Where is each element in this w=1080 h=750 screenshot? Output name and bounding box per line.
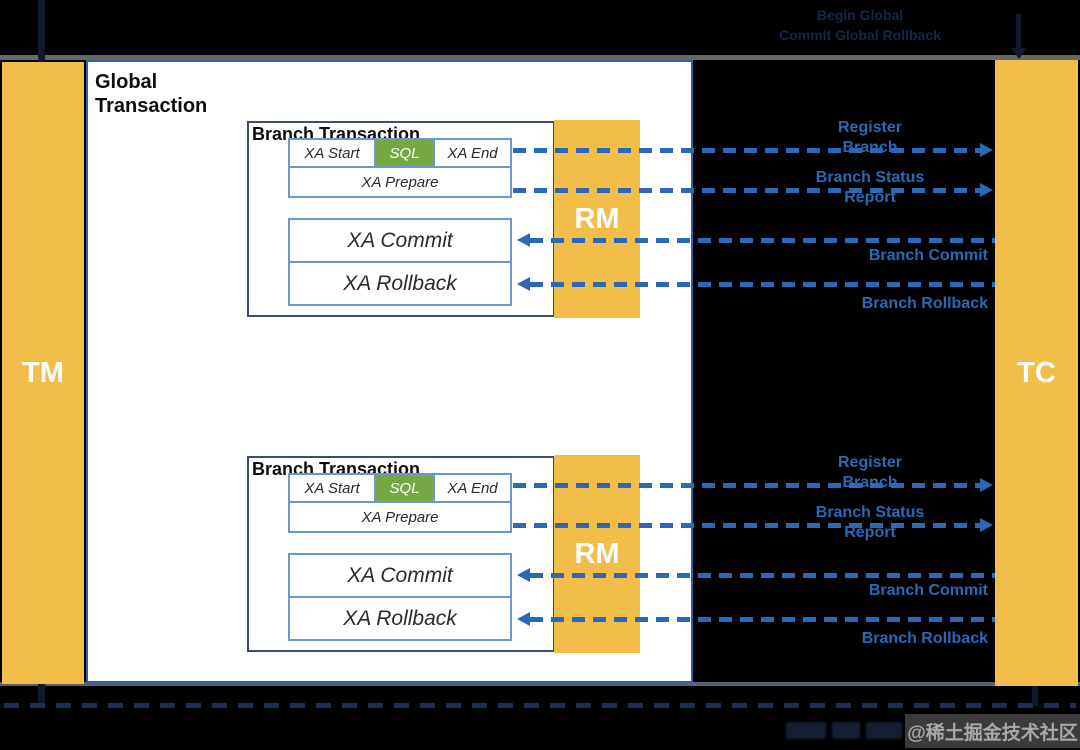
xa-commit-box: XA Commit — [288, 218, 512, 263]
tm-tc-top-label-line1: Begin Global — [816, 7, 904, 23]
arrow-branch-status-report-head — [980, 518, 993, 532]
obscured-text — [866, 722, 902, 739]
tm-label: TM — [22, 356, 64, 389]
tc-label: TC — [1017, 356, 1056, 389]
bottom-dashed-line — [4, 703, 1076, 708]
bottom-edge-strip — [0, 682, 1080, 686]
tm-top-connector-line — [38, 0, 45, 62]
sql-cell: SQL — [374, 138, 435, 168]
label-branch-commit: Branch Commit — [868, 582, 988, 599]
xa-start-cell: XA Start — [288, 138, 376, 168]
tc-bar: TC — [995, 60, 1078, 686]
arrow-branch-commit — [530, 238, 995, 243]
xa-rollback-box: XA Rollback — [288, 596, 512, 641]
xa-prepare-cell: XA Prepare — [288, 166, 512, 198]
label-register-branch-line2: Branch — [842, 139, 898, 156]
xa-rollback-box: XA Rollback — [288, 261, 512, 306]
arrow-branch-rollback-head — [517, 612, 530, 626]
arrow-branch-rollback — [530, 617, 995, 622]
arrow-branch-commit-head — [517, 233, 530, 247]
rm-label: RM — [574, 202, 620, 235]
obscured-text — [786, 722, 826, 739]
arrow-branch-status-report-head — [980, 183, 993, 197]
label-branch-status-report: Branch Status Report — [780, 168, 960, 208]
xa-end-cell: XA End — [433, 138, 512, 168]
label-register-branch: Register Branch — [780, 453, 960, 493]
global-transaction-title-line1: Global — [95, 71, 158, 93]
sql-cell: SQL — [374, 473, 435, 503]
xa-commit-box: XA Commit — [288, 553, 512, 598]
label-branch-status-report: Branch Status Report — [780, 503, 960, 543]
xa-start-cell: XA Start — [288, 473, 376, 503]
label-register-branch-line1: Register — [837, 119, 903, 136]
label-register-branch: Register Branch — [780, 118, 960, 158]
rm-label: RM — [574, 537, 620, 570]
arrow-branch-status-report — [513, 523, 980, 528]
label-branch-commit: Branch Commit — [868, 247, 988, 264]
tm-tc-top-label: Begin Global Commit Global Rollback — [760, 5, 960, 45]
xa-end-cell: XA End — [433, 473, 512, 503]
arrow-register-branch — [513, 483, 980, 488]
arrow-register-branch-head — [980, 478, 993, 492]
global-transaction-title-line2: Transaction — [95, 95, 208, 117]
arrow-register-branch — [513, 148, 980, 153]
label-register-branch-line2: Branch — [842, 474, 898, 491]
arrow-branch-status-report — [513, 188, 980, 193]
xa-prepare-cell: XA Prepare — [288, 501, 512, 533]
arrow-branch-rollback — [530, 282, 995, 287]
tm-bottom-connector-line — [38, 684, 45, 706]
arrow-register-branch-head — [980, 143, 993, 157]
tc-bottom-connector-line — [1032, 686, 1038, 706]
arrow-branch-commit — [530, 573, 995, 578]
label-branch-status-line2: Report — [844, 189, 896, 206]
tm-bar: TM — [2, 62, 84, 684]
label-branch-status-line1: Branch Status — [815, 504, 925, 521]
arrow-branch-rollback-head — [517, 277, 530, 291]
label-branch-status-line1: Branch Status — [815, 169, 925, 186]
arrow-branch-commit-head — [517, 568, 530, 582]
top-edge-strip — [0, 55, 1080, 60]
label-branch-rollback: Branch Rollback — [861, 630, 988, 647]
label-branch-rollback: Branch Rollback — [861, 295, 988, 312]
global-transaction-title: Global Transaction — [95, 70, 207, 118]
label-register-branch-line1: Register — [837, 454, 903, 471]
obscured-text — [832, 722, 860, 739]
watermark: @稀土掘金技术社区 — [905, 714, 1080, 748]
tm-tc-top-label-line2: Commit Global Rollback — [779, 27, 941, 43]
tc-top-connector-line — [1016, 14, 1021, 50]
label-branch-status-line2: Report — [844, 524, 896, 541]
tc-top-arrowhead — [1011, 48, 1027, 67]
